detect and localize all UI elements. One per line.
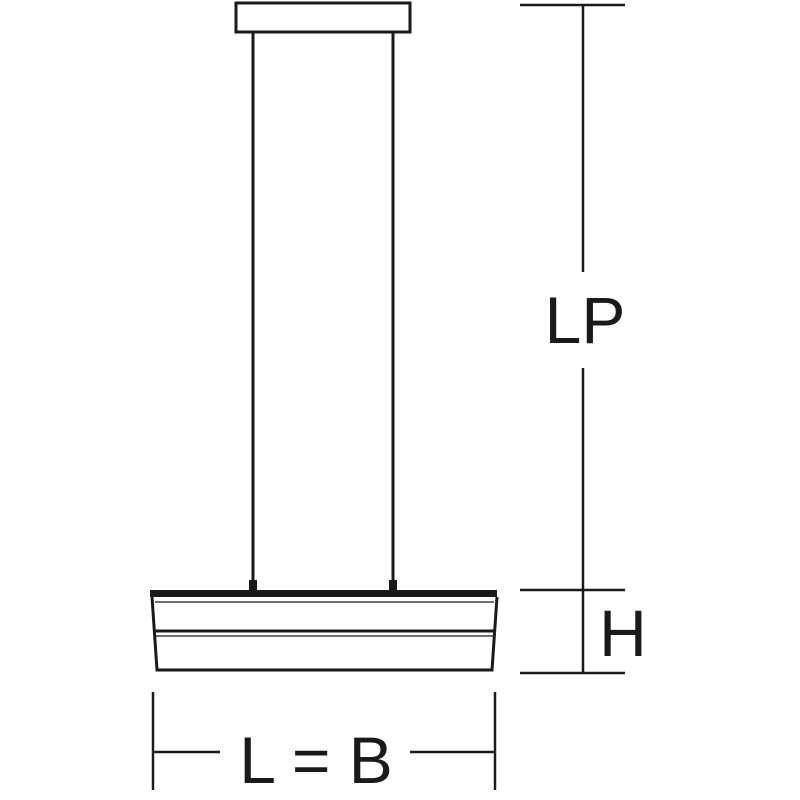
cable-gripper-right: [389, 580, 397, 590]
label-h: H: [599, 596, 647, 670]
dimension-lp: [520, 3, 625, 673]
label-length-width: L = B: [239, 723, 393, 797]
label-lp: LP: [545, 283, 626, 357]
luminaire-body: [150, 590, 499, 672]
cable-gripper-left: [249, 580, 257, 590]
dimension-length-width: [151, 692, 497, 790]
ceiling-canopy: [234, 1, 412, 34]
